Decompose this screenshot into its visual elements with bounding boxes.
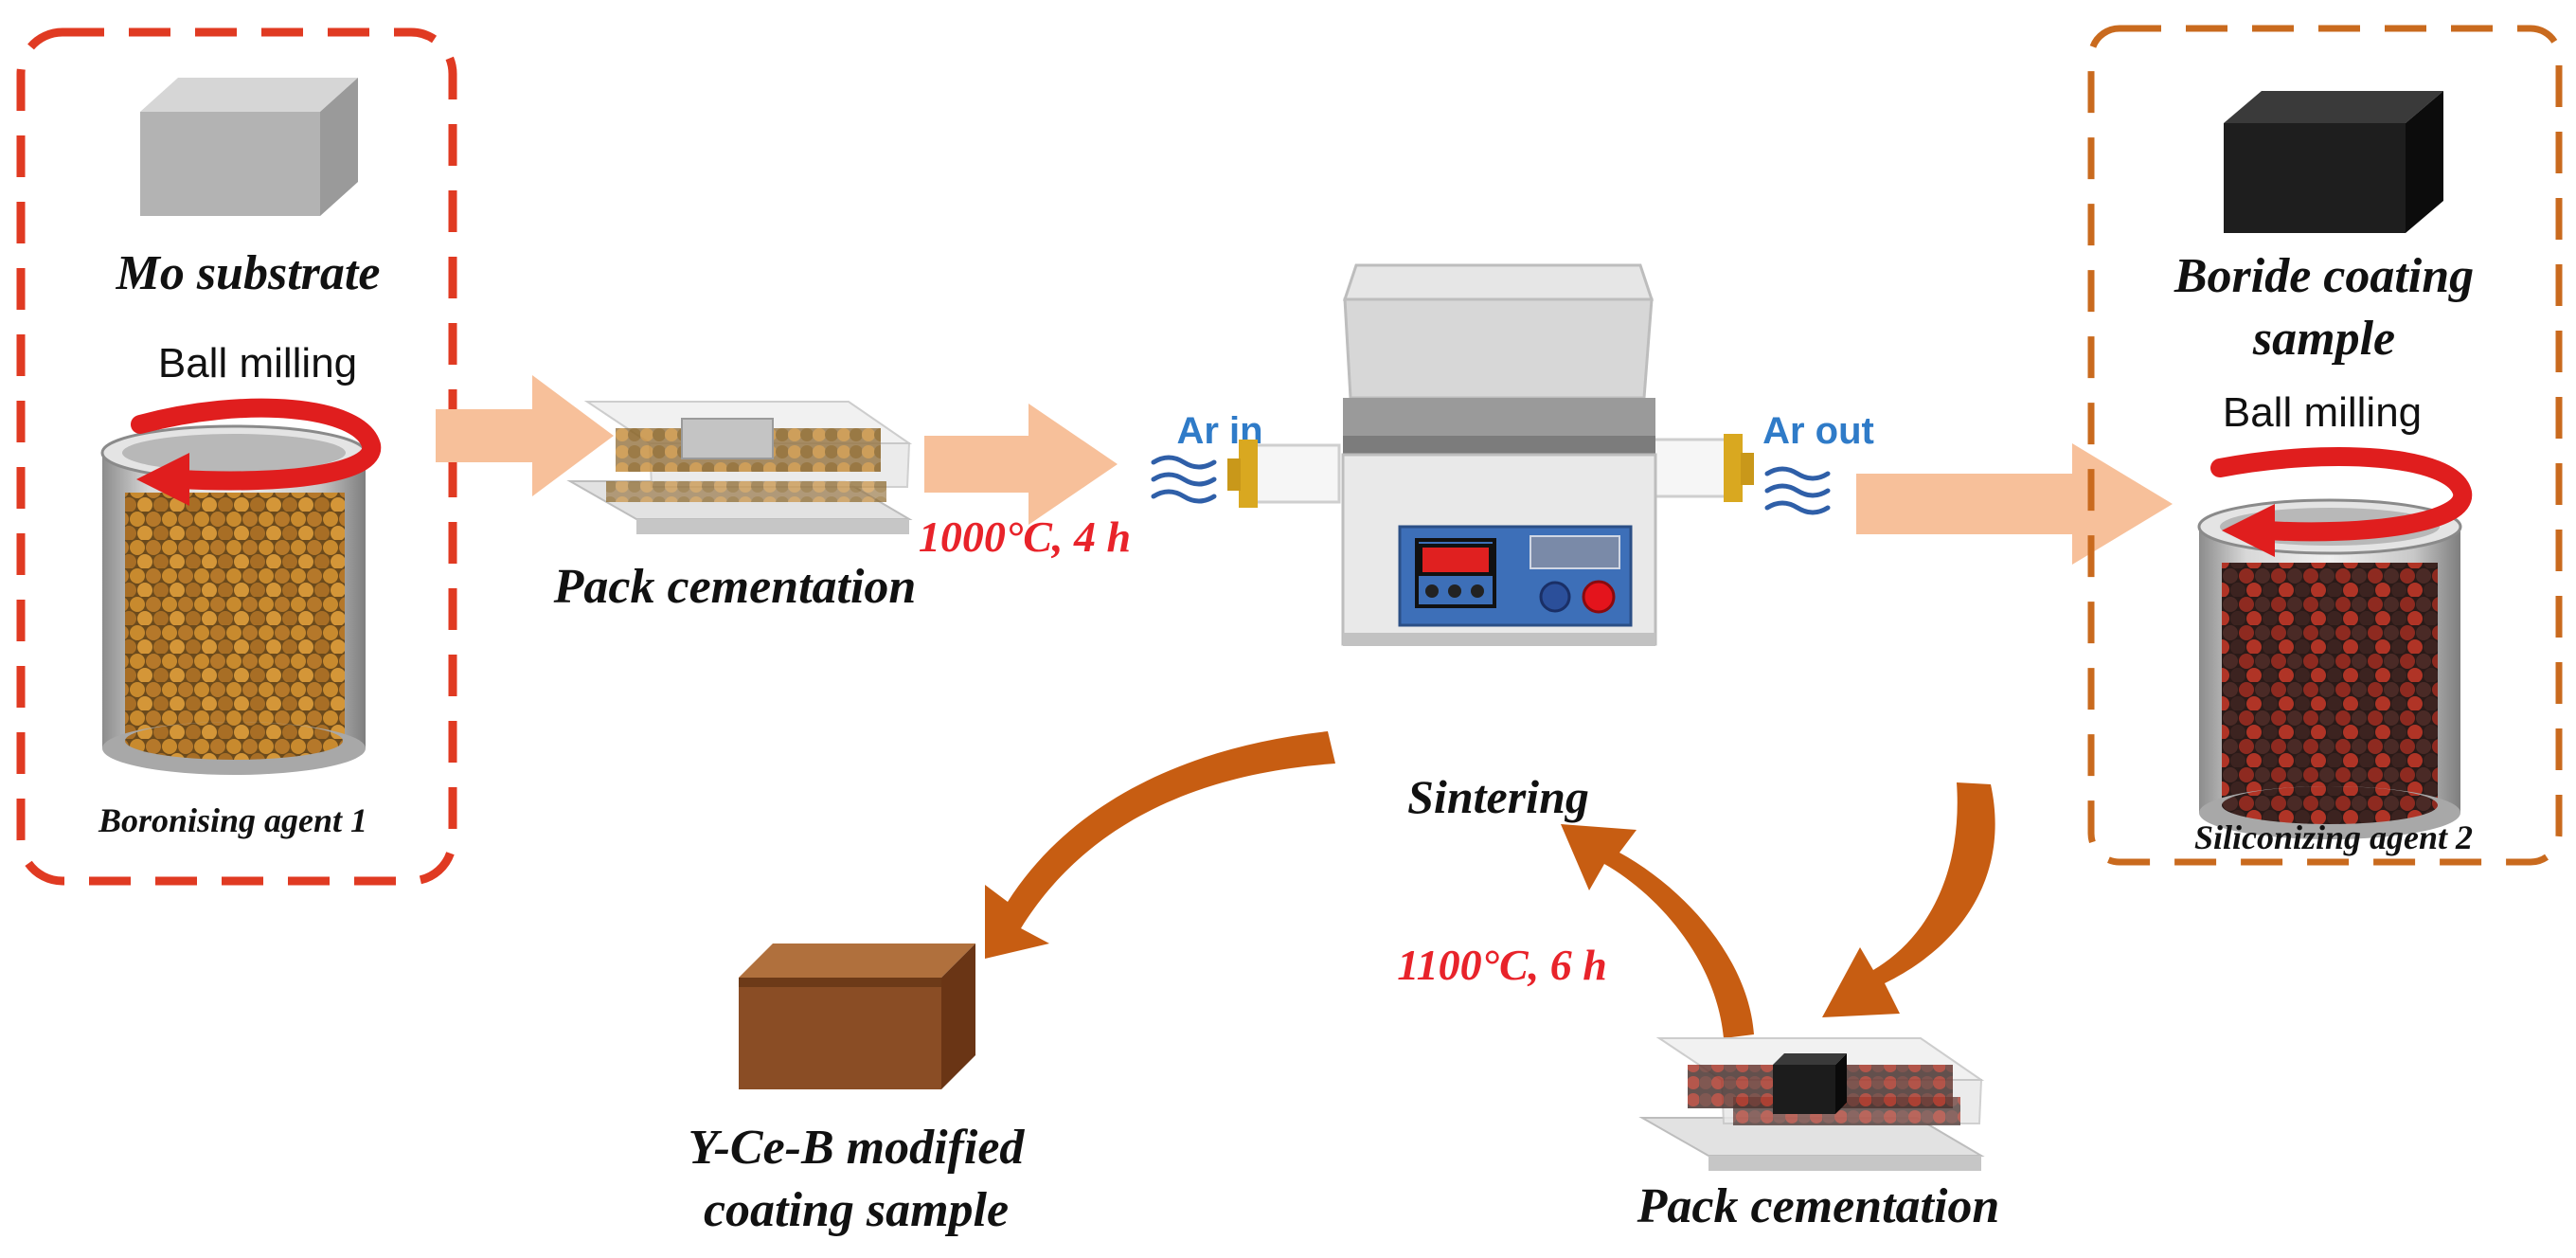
curved-arrow-to-sintering [1561,824,1754,1038]
pack-cementation-tray-1 [566,401,913,534]
flow-arrow-3 [1856,443,2173,565]
siliconizing-group-box [2087,25,2563,866]
boride-coating-cube [2224,91,2443,233]
curved-arrow-to-final [985,731,1335,959]
ar-out-label: Ar out [1762,410,1874,452]
boride-coating-label-line2: sample [2252,312,2395,366]
mo-substrate-label: Mo substrate [116,246,381,300]
final-sample-label-line1: Y-Ce-B modified [689,1121,1026,1175]
mo-substrate-cube [140,78,358,216]
ball-milling-label-left: Ball milling [158,340,357,386]
sintering-label: Sintering [1407,770,1589,823]
pack-cementation-label-1: Pack cementation [553,560,917,614]
temperature-label-1: 1000°C, 4 h [919,512,1131,561]
final-sample-label-line2: coating sample [704,1183,1009,1237]
flow-arrow-1 [436,375,614,496]
pack-cementation-tray-2 [1638,1037,1985,1171]
siliconizing-agent-label: Siliconizing agent 2 [2194,818,2473,856]
rotation-arrow-right-icon [2210,447,2473,557]
y-ce-b-coating-cube [739,944,975,1089]
gas-outflow-icon [1764,466,1831,515]
tube-furnace [1227,263,1754,646]
ball-mill-jar-left [100,424,367,775]
curved-arrow-to-pack-2 [1822,782,1995,1017]
ball-milling-label-right: Ball milling [2223,389,2422,436]
temperature-label-2: 1100°C, 6 h [1397,941,1607,989]
rotation-arrow-left-icon [131,398,382,506]
pack-cementation-label-2: Pack cementation [1637,1179,2000,1233]
flow-arrow-2 [924,404,1118,525]
ball-mill-jar-right [2197,498,2462,839]
gas-inflow-icon [1151,455,1217,504]
boride-coating-label-line1: Boride coating [2174,249,2474,303]
boronising-agent-label: Boronising agent 1 [98,801,367,839]
